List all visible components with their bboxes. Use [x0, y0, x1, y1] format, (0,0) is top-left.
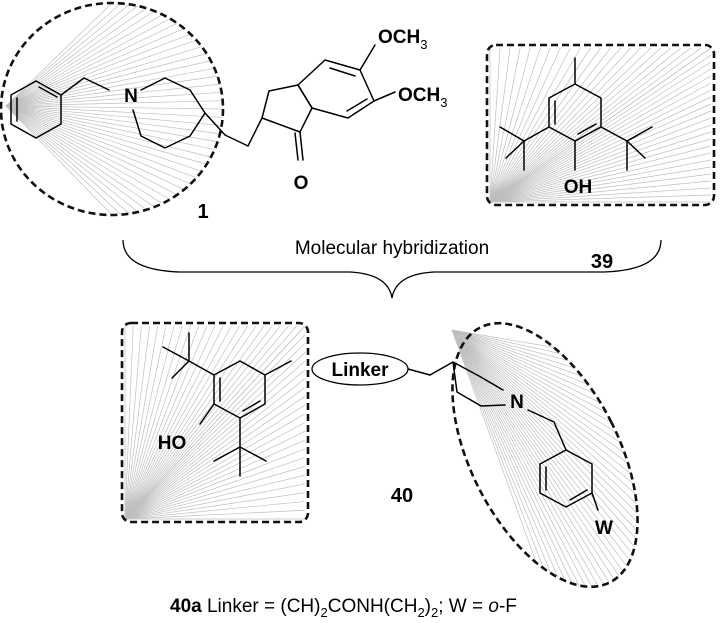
methoxy-top: OCH3 [378, 27, 427, 52]
linker-label: Linker [331, 360, 389, 381]
compound-label-39: 39 [591, 251, 613, 273]
hybridization-label: Molecular hybridization [295, 238, 489, 259]
n-atom-1: N [124, 86, 138, 107]
benzene-ring-40 [539, 449, 593, 508]
benzylpiperidine-highlight-rays [5, 2, 224, 216]
methoxy-bottom: OCH3 [398, 85, 447, 110]
phenol-highlight [120, 321, 310, 524]
benzylpiperidine-highlight-40 [451, 321, 639, 589]
carbonyl-oxygen: O [294, 173, 309, 194]
compound-40-structure: HO Linker N W [120, 321, 639, 589]
benzylpiperidine-highlight-rays-40 [451, 329, 638, 587]
phenol-highlight-rays [124, 325, 306, 520]
hybridization-brace [122, 239, 662, 299]
hydroxyl-39: OH [564, 177, 593, 198]
n-atom-40: N [510, 392, 524, 413]
cyclopentanone-ring [261, 84, 313, 133]
compound-39-structure: OH [485, 43, 716, 207]
caption-40a: 40a Linker = (CH)2CONH(CH2)2; W = o-F [170, 596, 517, 620]
bht-highlight-rays [489, 47, 712, 203]
compound-1-structure: N O OCH3 OCH3 [0, 1, 447, 217]
w-substituent: W [595, 518, 613, 539]
compound-label-1: 1 [197, 201, 208, 223]
bht-highlight [485, 43, 716, 207]
benzylpiperidine-highlight [0, 1, 225, 217]
phenol-ring-39 [548, 83, 602, 142]
dimethoxy-benzene-ring [297, 59, 375, 119]
compound-label-40: 40 [391, 485, 413, 507]
hydroxyl-40: HO [158, 433, 187, 454]
